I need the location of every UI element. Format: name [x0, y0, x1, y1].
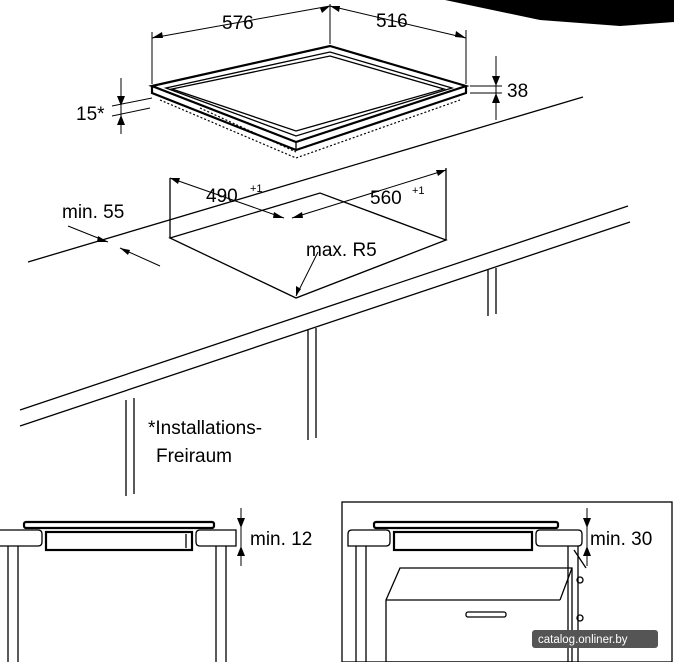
dimension-min-55 — [67, 225, 161, 267]
section-left — [0, 508, 245, 662]
label-height-38: 38 — [507, 81, 528, 102]
countertop — [19, 96, 631, 496]
dimension-width-576 — [151, 4, 331, 84]
note-line-1: *Installations- — [148, 418, 262, 439]
label-min-55: min. 55 — [62, 202, 124, 223]
hob-illustration — [148, 44, 470, 159]
dimension-height-38 — [470, 56, 502, 120]
label-cutout-490-tolerance: +1 — [250, 183, 263, 195]
dimension-cutout-560 — [291, 169, 447, 219]
section-right — [341, 501, 673, 662]
label-gap-15: 15* — [76, 104, 105, 125]
note-line-2: Freiraum — [156, 446, 232, 467]
label-cutout-490: 490 — [206, 186, 238, 207]
dimension-cutout-490 — [169, 177, 285, 219]
label-depth-516: 516 — [376, 11, 408, 32]
watermark-text: catalog.onliner.by — [538, 634, 628, 646]
label-min-12: min. 12 — [250, 529, 312, 550]
label-min-30: min. 30 — [590, 529, 652, 550]
corner-band — [445, 0, 674, 26]
label-cutout-560: 560 — [370, 188, 402, 209]
label-width-576: 576 — [222, 13, 254, 34]
label-cutout-560-tolerance: +1 — [412, 185, 425, 197]
label-radius: max. R5 — [306, 240, 377, 261]
dimension-gap-15 — [111, 78, 153, 134]
dimension-depth-516 — [329, 5, 467, 84]
watermark-badge: catalog.onliner.by — [532, 630, 658, 648]
dimension-radius — [295, 251, 319, 297]
